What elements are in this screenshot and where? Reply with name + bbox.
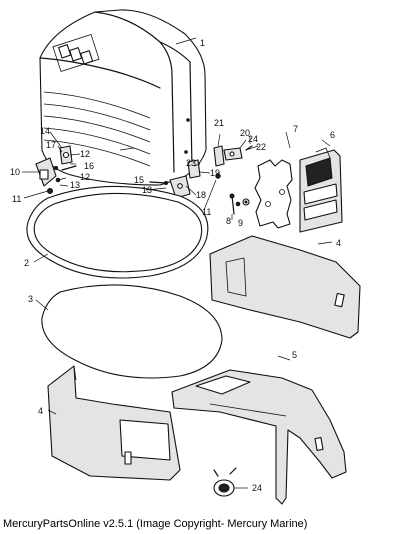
callout-22: 22 — [256, 142, 266, 152]
callout-19: 19 — [210, 168, 220, 178]
callout-20: 20 — [240, 128, 250, 138]
callout-labels: 1 2 3 4 4 5 6 7 8 9 10 11 11 12 12 13 13… — [10, 38, 341, 493]
callout-11b: 11 — [202, 207, 211, 217]
callout-9: 9 — [238, 218, 243, 228]
exploded-parts-diagram: 1 2 3 4 4 5 6 7 8 9 10 11 11 12 12 13 13… — [10, 9, 361, 505]
top-liner — [171, 369, 347, 505]
callout-4a: 4 — [336, 238, 341, 248]
callout-12a: 12 — [80, 149, 90, 159]
callout-6: 6 — [330, 130, 335, 140]
callout-5: 5 — [292, 350, 297, 360]
callout-24a: 24 — [248, 134, 258, 144]
callout-16: 16 — [84, 161, 94, 171]
callout-3: 3 — [28, 294, 33, 304]
side-liner-left — [47, 365, 181, 481]
callout-2: 2 — [24, 258, 29, 268]
callout-13b: 13 — [142, 185, 152, 195]
left-latch-assembly — [35, 145, 77, 194]
callout-1: 1 — [200, 38, 205, 48]
callout-8: 8 — [226, 216, 231, 226]
callout-13a: 13 — [70, 180, 80, 190]
bracket-plate — [254, 159, 293, 229]
callout-21: 21 — [214, 118, 224, 128]
callout-4b: 4 — [38, 406, 43, 416]
callout-7: 7 — [293, 124, 298, 134]
grommet-clip — [213, 467, 237, 497]
callout-18: 18 — [196, 190, 206, 200]
callout-24b: 24 — [252, 483, 262, 493]
callout-17: 17 — [46, 140, 56, 150]
image-caption: MercuryPartsOnline v2.5.1 (Image Copyrig… — [3, 518, 308, 530]
cowl-vents — [43, 91, 151, 167]
flat-gasket — [41, 284, 223, 379]
callout-14: 14 — [40, 126, 50, 136]
screw-and-washer — [229, 193, 250, 215]
rear-panel — [299, 147, 343, 233]
side-liner-right — [209, 235, 361, 339]
callout-10: 10 — [10, 167, 20, 177]
cowl-badge-windows — [52, 33, 100, 73]
callout-11a: 11 — [12, 194, 21, 204]
right-latch-assembly — [149, 145, 253, 207]
top-cowl — [39, 9, 207, 186]
callout-23: 23 — [186, 158, 196, 168]
seal-gasket — [26, 185, 209, 279]
leader-lines — [22, 37, 333, 489]
callout-12b: 12 — [80, 172, 90, 182]
callout-15: 15 — [134, 175, 144, 185]
